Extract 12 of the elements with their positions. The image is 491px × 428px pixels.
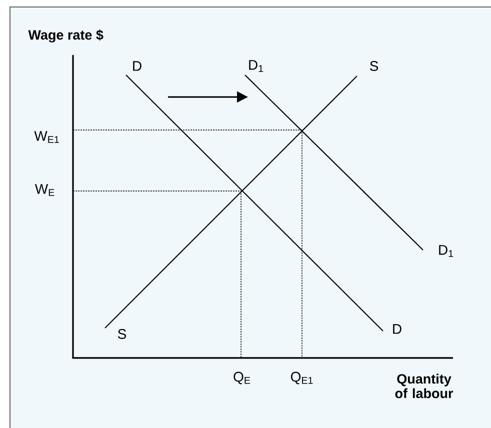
curve-label: D: [133, 61, 142, 71]
curve-label: Q$_{E}$: [234, 372, 250, 384]
curve-label: D$_{1}$: [249, 60, 264, 72]
curve-label: D: [393, 324, 402, 334]
curve-label: D$_{1}$: [439, 245, 454, 257]
curve-label: Q$_{E1}$: [290, 372, 313, 384]
curve-label: S: [118, 329, 126, 339]
curve-label: S: [370, 61, 378, 71]
axis-title: Wage rate $: [28, 30, 104, 42]
axis-title: Quantity of labour: [395, 374, 454, 398]
curve-label: W$_{E1}$: [34, 131, 59, 143]
curve-label: W$_{E}$: [34, 184, 54, 196]
